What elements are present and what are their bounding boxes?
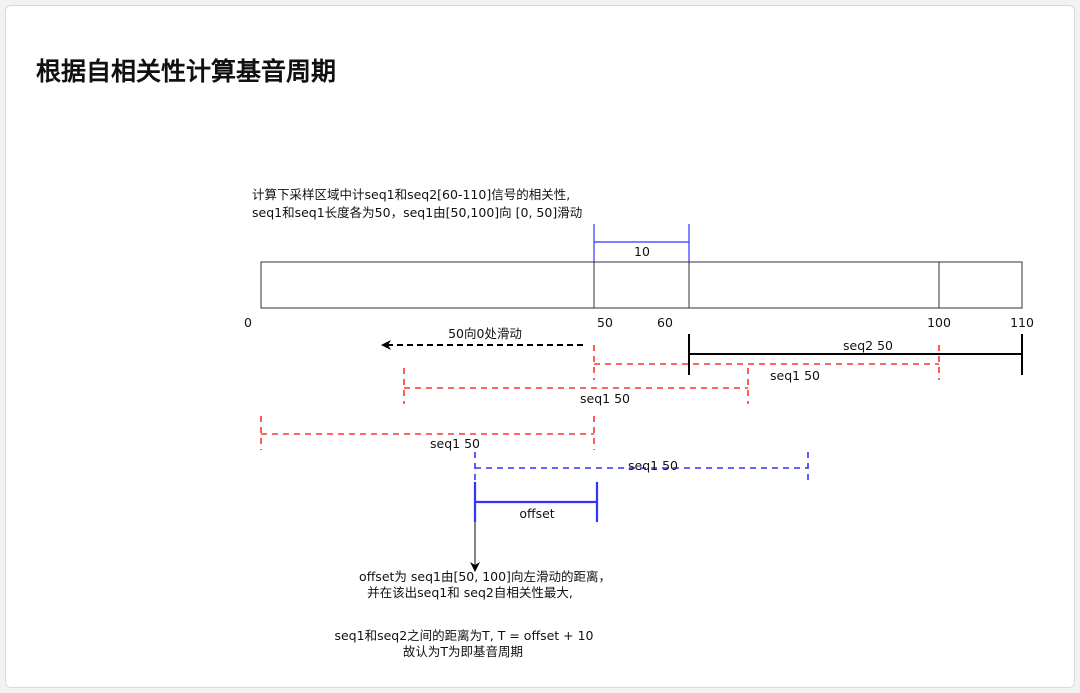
conclusion-line-2: 故认为T为即基音周期 [403,644,523,659]
gap-bracket [593,224,690,262]
slide-label: 50向0处滑动 [448,326,522,341]
seq1-label-mid: seq1 50 [580,391,630,406]
conclusion-line-1: seq1和seq2之间的距离为T, T = offset + 10 [334,628,593,643]
seq2-bracket [688,334,1023,375]
seq1-label-start: seq1 50 [770,368,820,383]
tick-110: 110 [1010,315,1034,330]
seq1-bracket-mid [403,368,749,404]
tick-0: 0 [244,315,252,330]
seq1-label-end: seq1 50 [430,436,480,451]
note-line-1: offset为 seq1由[50, 100]向左滑动的距离， [359,569,611,584]
seq1-bracket-end [260,416,595,450]
tick-100: 100 [927,315,951,330]
tick-50: 50 [597,315,613,330]
intro-line-1: 计算下采样区域中计seq1和seq2[60-110]信号的相关性, [252,187,570,202]
signal-bar [260,261,1023,309]
note-line-2: 并在该出seq1和 seq2自相关性最大, [367,585,573,600]
seq1-label-best: seq1 50 [628,458,678,473]
offset-label: offset [519,506,554,521]
seq1-bracket-start [593,345,940,380]
diagram-card [5,5,1075,688]
seq2-label: seq2 50 [843,338,893,353]
page-title: 根据自相关性计算基音周期 [36,57,337,86]
seq1-bracket-best [474,452,809,484]
tick-60: 60 [657,315,673,330]
gap-label: 10 [634,244,650,259]
offset-bracket [473,482,599,522]
intro-line-2: seq1和seq1长度各为50，seq1由[50,100]向 [0, 50]滑动 [252,205,582,220]
